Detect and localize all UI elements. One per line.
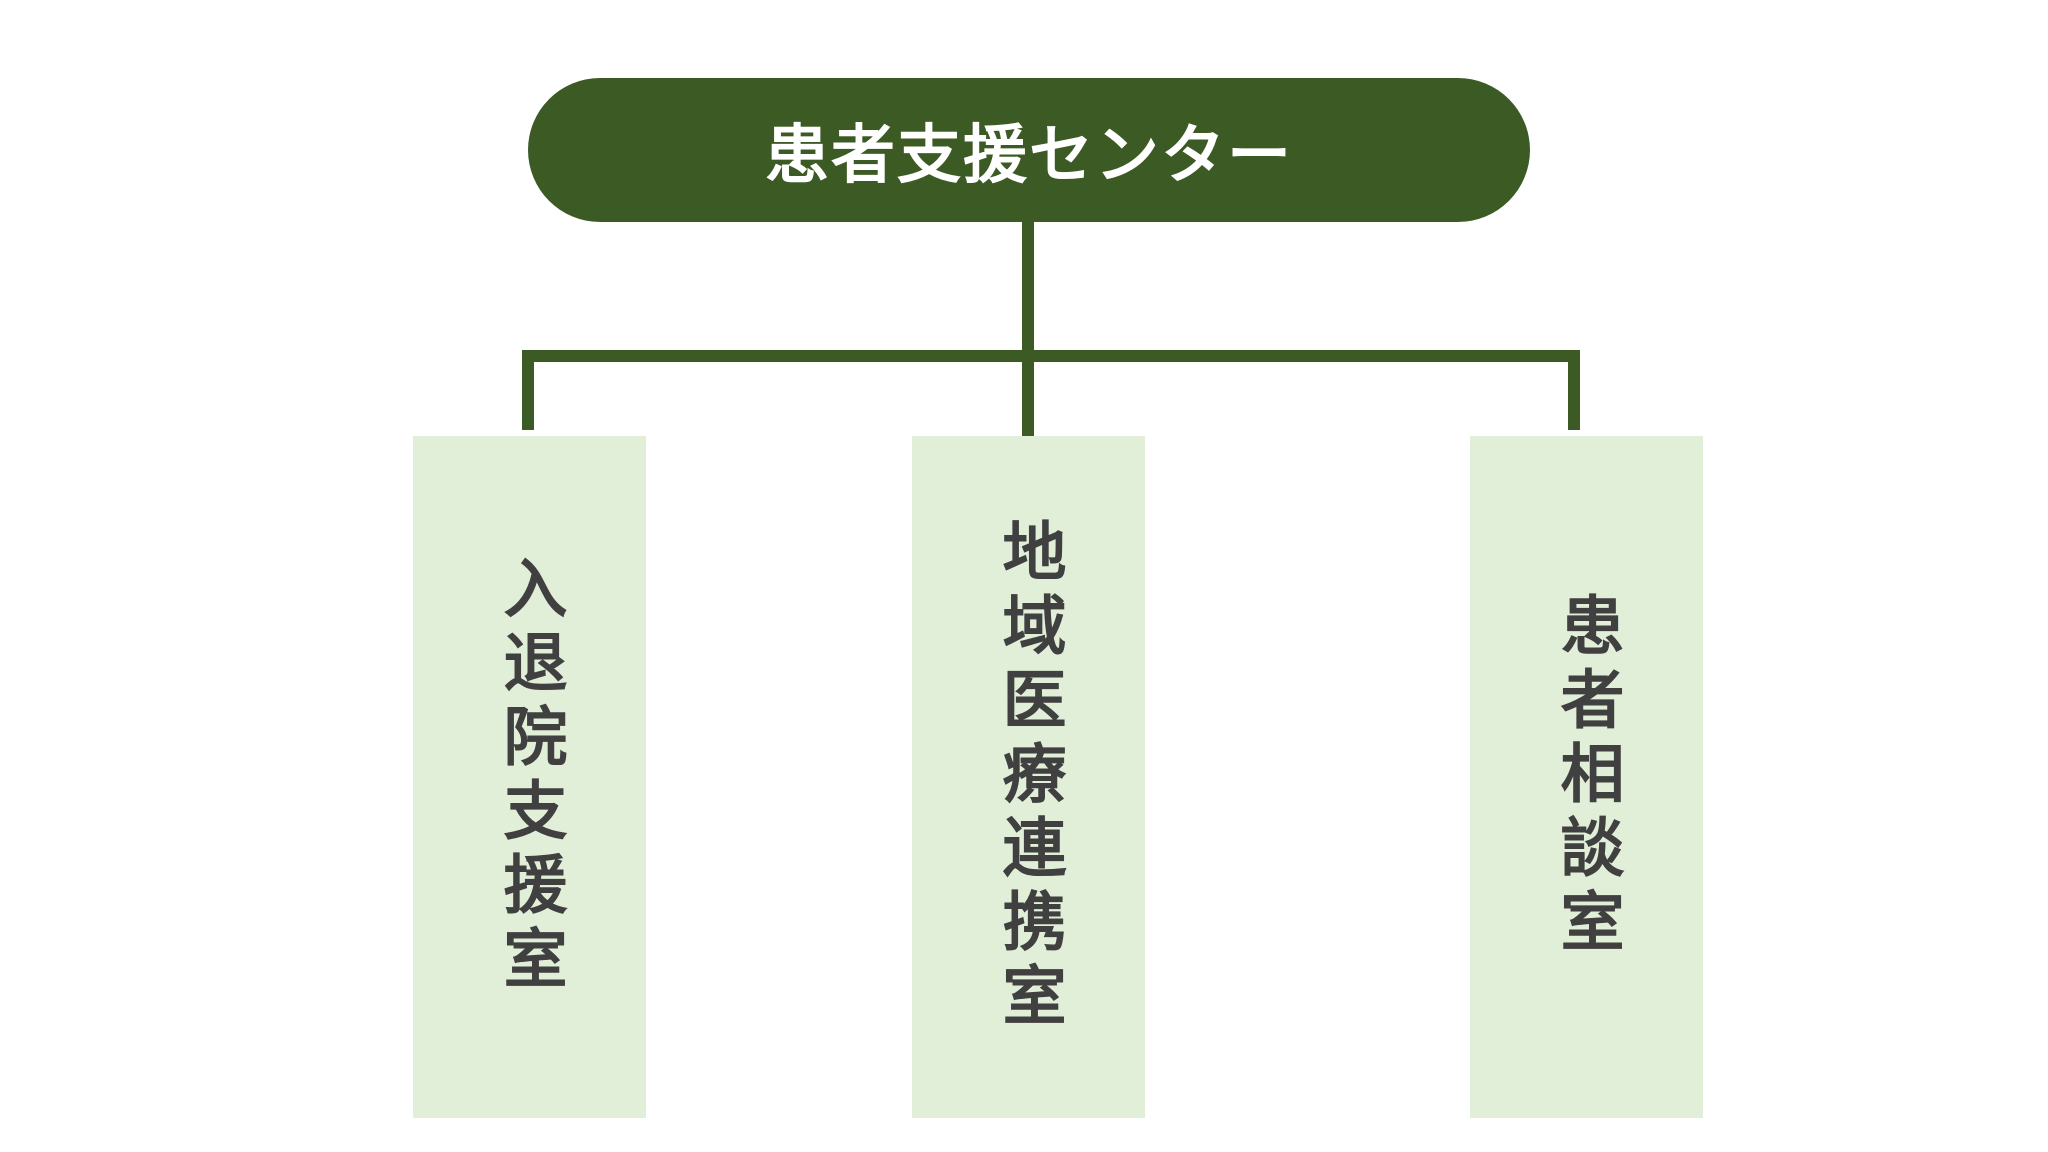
child-node-label: 地域医療連携室 bbox=[991, 518, 1066, 1036]
child-node-label: 入退院支援室 bbox=[492, 555, 567, 999]
connector-horizontal-bar bbox=[522, 350, 1580, 362]
connector-left-drop bbox=[522, 350, 534, 430]
child-node-admission-discharge-support: 入退院支援室 bbox=[413, 436, 646, 1118]
child-node-regional-medical-cooperation: 地域医療連携室 bbox=[912, 436, 1145, 1118]
connector-root-stem bbox=[1022, 222, 1034, 437]
connector-right-drop bbox=[1568, 350, 1580, 430]
child-node-patient-consultation: 患者相談室 bbox=[1470, 436, 1703, 1118]
child-node-label: 患者相談室 bbox=[1549, 592, 1624, 962]
root-node-label: 患者支援センター bbox=[765, 119, 1293, 193]
root-node-patient-support-center: 患者支援センター bbox=[528, 78, 1530, 222]
